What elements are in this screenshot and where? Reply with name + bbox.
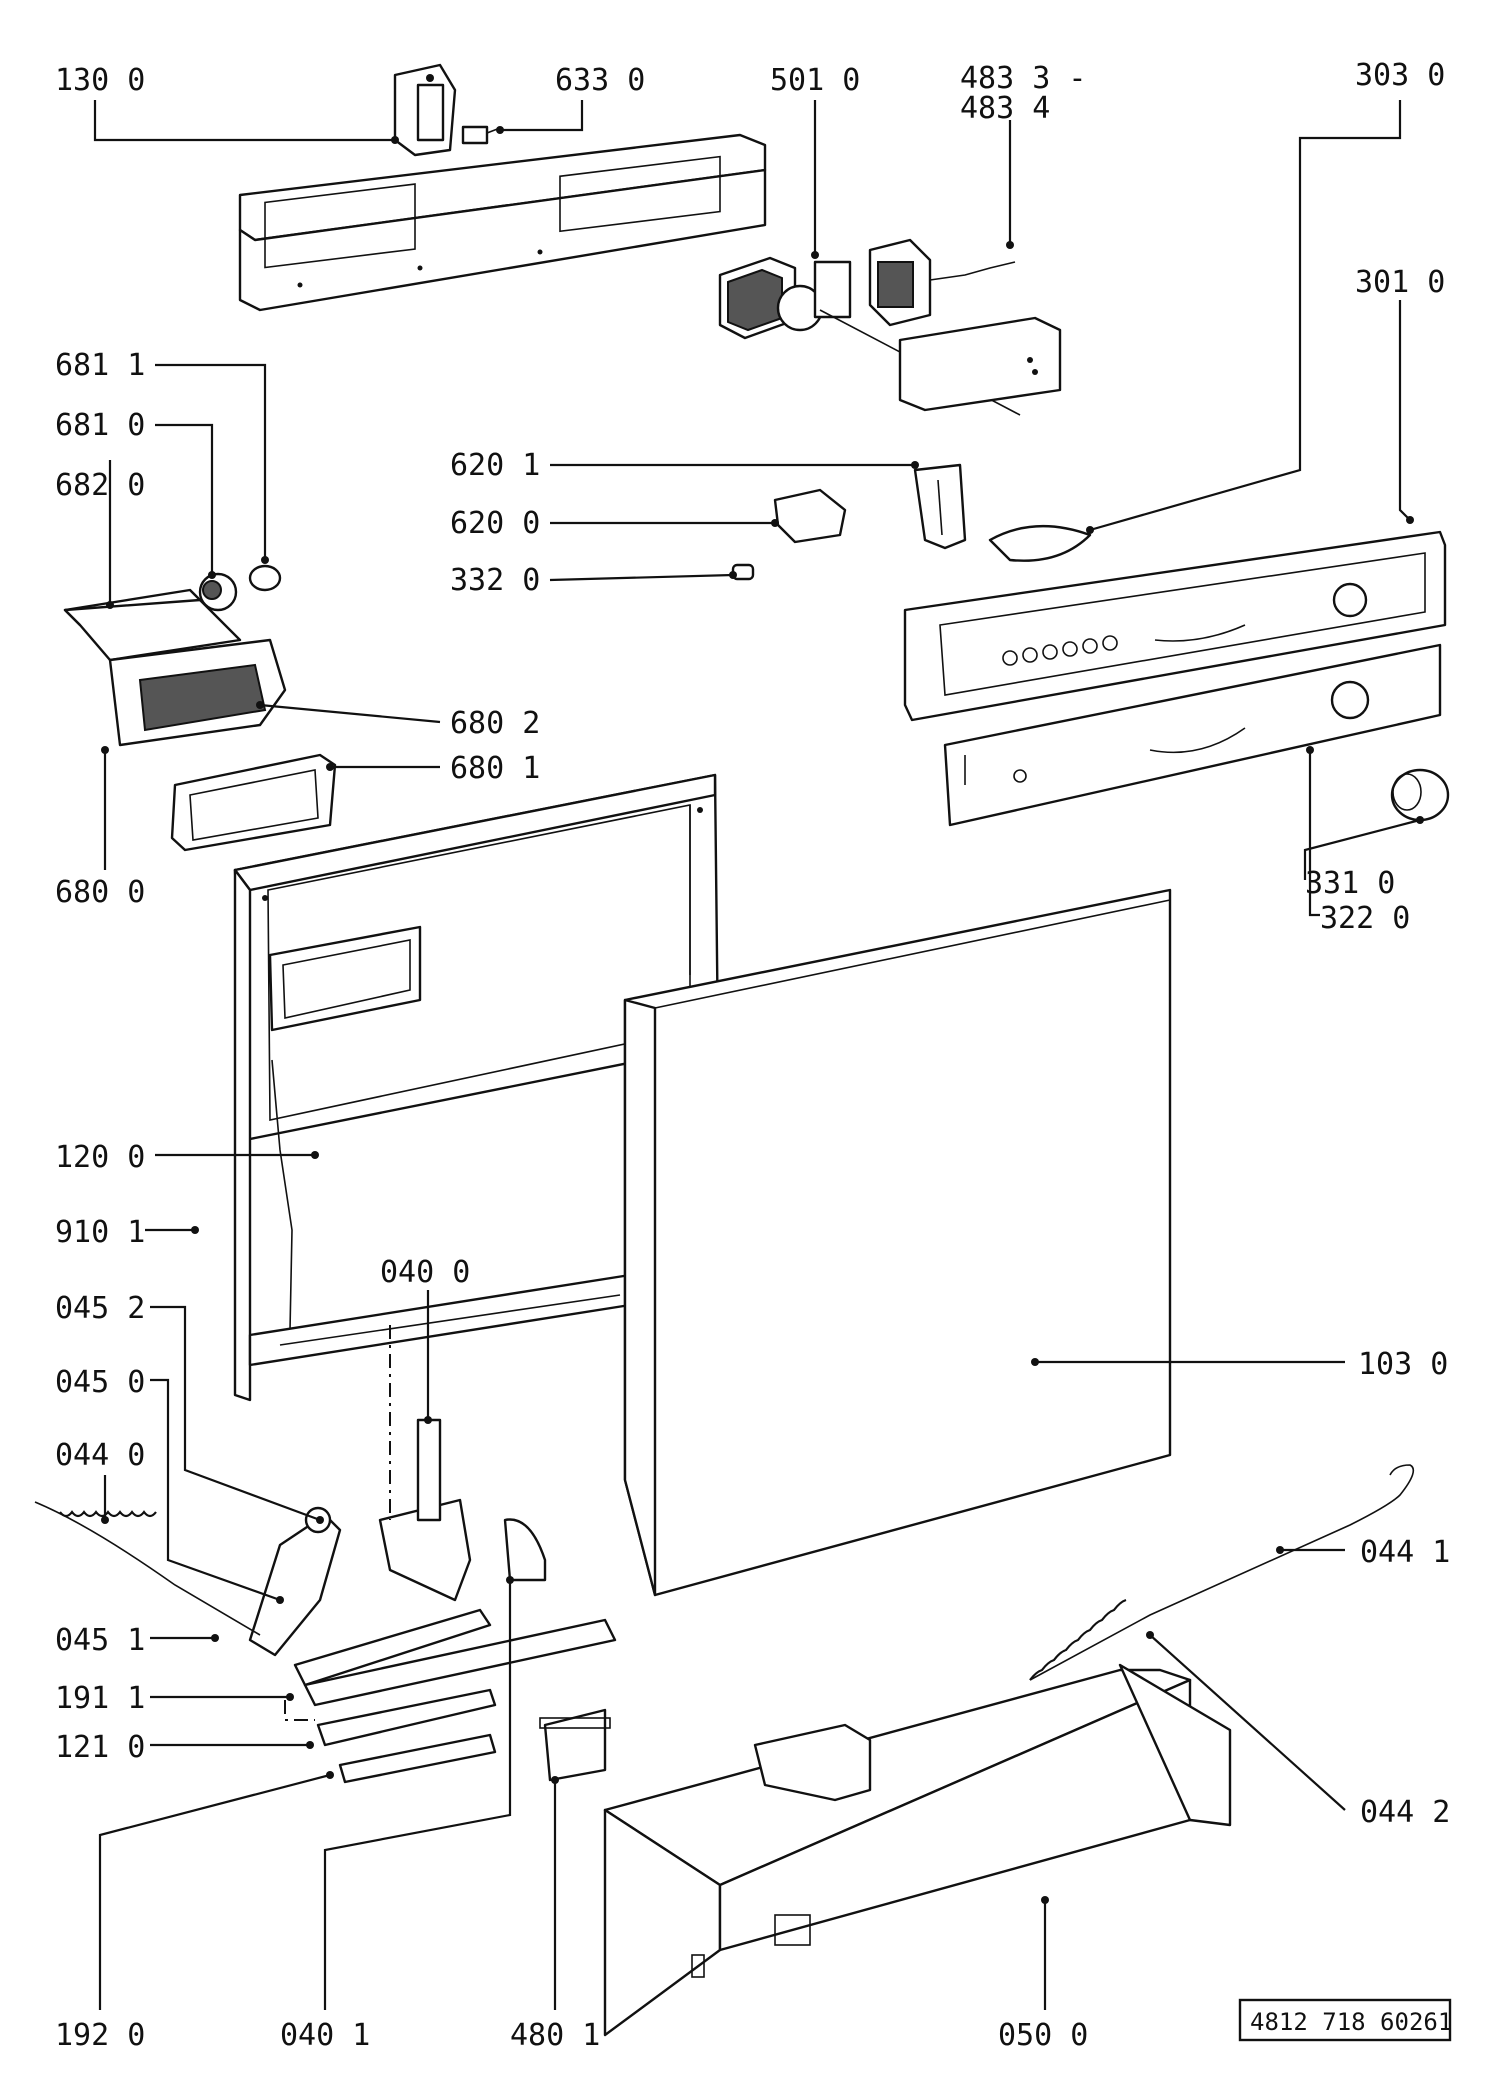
label-681-1: 681 1 (55, 348, 145, 383)
label-121-0: 121 0 (55, 1730, 145, 1765)
label-120-0: 120 0 (55, 1140, 145, 1175)
label-620-1: 620 1 (450, 448, 540, 483)
label-040-1: 040 1 (280, 2018, 370, 2053)
label-303-0: 303 0 (1355, 58, 1445, 93)
clip-620-1 (913, 463, 967, 550)
hinge-block (753, 1723, 872, 1802)
label-044-2: 044 2 (1360, 1795, 1450, 1830)
fascia-322 (943, 643, 1442, 827)
label-633-0: 633 0 (555, 63, 645, 98)
label-191-1: 191 1 (55, 1681, 145, 1716)
spring-044-1 (1029, 1464, 1415, 1681)
leader-dots (101, 126, 1424, 1904)
label-050-0: 050 0 (998, 2018, 1088, 2053)
leader-lines (93, 100, 1421, 2010)
bracket-130 (393, 63, 457, 157)
hinge-cover-040-1 (503, 1518, 547, 1582)
gasket-680-1 (170, 753, 337, 852)
spring-044-0 (34, 1501, 261, 1636)
rail-191 (284, 1608, 617, 1784)
label-680-1: 680 1 (450, 751, 540, 786)
control-unit-680 (63, 588, 287, 747)
label-480-1: 480 1 (510, 2018, 600, 2053)
drawing-reference: 4812 718 60261 (1238, 1998, 1452, 2042)
label-045-0: 045 0 (55, 1365, 145, 1400)
knob-331 (1390, 768, 1450, 822)
label-620-0: 620 0 (450, 506, 540, 541)
label-192-0: 192 0 (55, 2018, 145, 2053)
drawing-reference-number: 4812 718 60261 (1250, 2008, 1452, 2036)
label-681-0: 681 0 (55, 408, 145, 443)
programmer-bracket (898, 316, 1062, 412)
label-680-2: 680 2 (450, 706, 540, 741)
label-301-0: 301 0 (1355, 265, 1445, 300)
label-045-1: 045 1 (55, 1623, 145, 1658)
connector-483 (868, 238, 1016, 327)
label-332-0: 332 0 (450, 563, 540, 598)
control-panel-301 (903, 530, 1447, 722)
label-501-0: 501 0 (770, 63, 860, 98)
label-040-0: 040 0 (380, 1255, 470, 1290)
label-331-0: 331 0 (1305, 866, 1395, 901)
inner-door-120 (233, 773, 720, 1402)
label-910-1: 910 1 (55, 1215, 145, 1250)
label-044-1: 044 1 (1360, 1535, 1450, 1570)
switch-633 (461, 125, 501, 145)
label-103-0: 103 0 (1358, 1347, 1448, 1382)
label-682-0: 682 0 (55, 468, 145, 503)
hinge-arm-045 (248, 1506, 342, 1657)
hinge-bracket-040 (378, 1325, 472, 1602)
outer-door-103 (623, 888, 1172, 1597)
label-044-0: 044 0 (55, 1438, 145, 1473)
kickplate-050 (603, 1663, 1232, 2037)
label-680-0: 680 0 (55, 875, 145, 910)
switch-620-0 (773, 488, 847, 544)
label-483-4: 483 4 (960, 91, 1050, 126)
label-483-3: 483 3 - (960, 61, 1086, 96)
ring-681-1 (248, 564, 282, 592)
knob-681-0 (198, 572, 238, 612)
lens-303 (988, 524, 1092, 562)
top-frame-panel (238, 133, 767, 312)
bracket-480 (539, 1708, 611, 1782)
label-130-0: 130 0 (55, 63, 145, 98)
label-045-2: 045 2 (55, 1291, 145, 1326)
label-322-0: 322 0 (1320, 901, 1410, 936)
programmer-501 (718, 256, 1021, 416)
